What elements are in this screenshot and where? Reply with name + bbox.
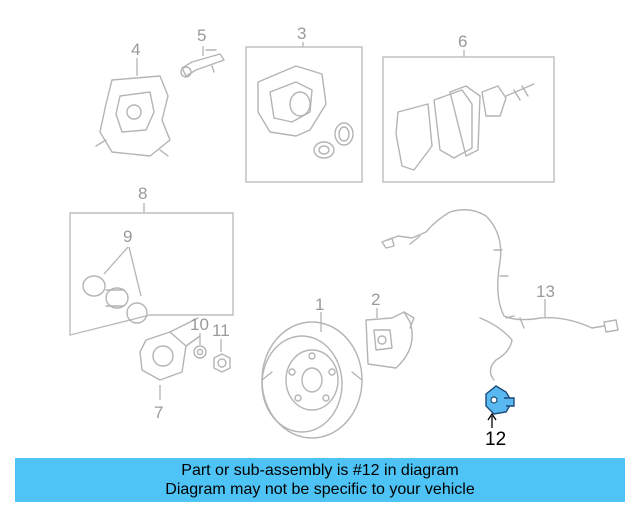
part-13-sensor-wire [381,209,619,381]
callout-8: 8 [138,184,147,203]
parts-diagram: 4 5 3 6 8 9 [69,24,619,450]
callout-4: 4 [131,40,140,59]
part-6-box [382,56,555,183]
banner-line-1: Part or sub-assembly is #12 in diagram [181,462,459,479]
callout-1: 1 [315,295,324,314]
callout-13: 13 [536,282,555,301]
part-3-caliper [257,65,354,159]
banner-line-2: Diagram may not be specific to your vehi… [165,481,475,498]
part-6-brake-pads [395,83,535,171]
part-10-washer [193,345,207,359]
callout-5: 5 [197,26,206,45]
part-1-brake-rotor [261,321,363,439]
info-banner: Part or sub-assembly is #12 in diagram D… [15,458,625,502]
callout-12: 12 [485,429,506,450]
part-12-abs-sensor [485,385,515,428]
part-8-box [69,212,234,336]
callout-7: 7 [154,403,163,422]
part-9-bearing-and-rings [82,275,148,324]
callout-10: 10 [190,315,209,334]
callout-2: 2 [371,290,380,309]
part-2-dust-shield [365,311,415,369]
callout-3: 3 [297,24,306,43]
part-3-box [245,46,363,183]
part-5-guide-pin [180,46,225,78]
part-11-nut [213,353,231,373]
callout-9: 9 [123,227,132,246]
part-4-caliper-bracket [95,58,171,157]
callout-6: 6 [458,32,467,51]
callout-11: 11 [212,321,230,340]
part-7-hub [139,317,201,400]
